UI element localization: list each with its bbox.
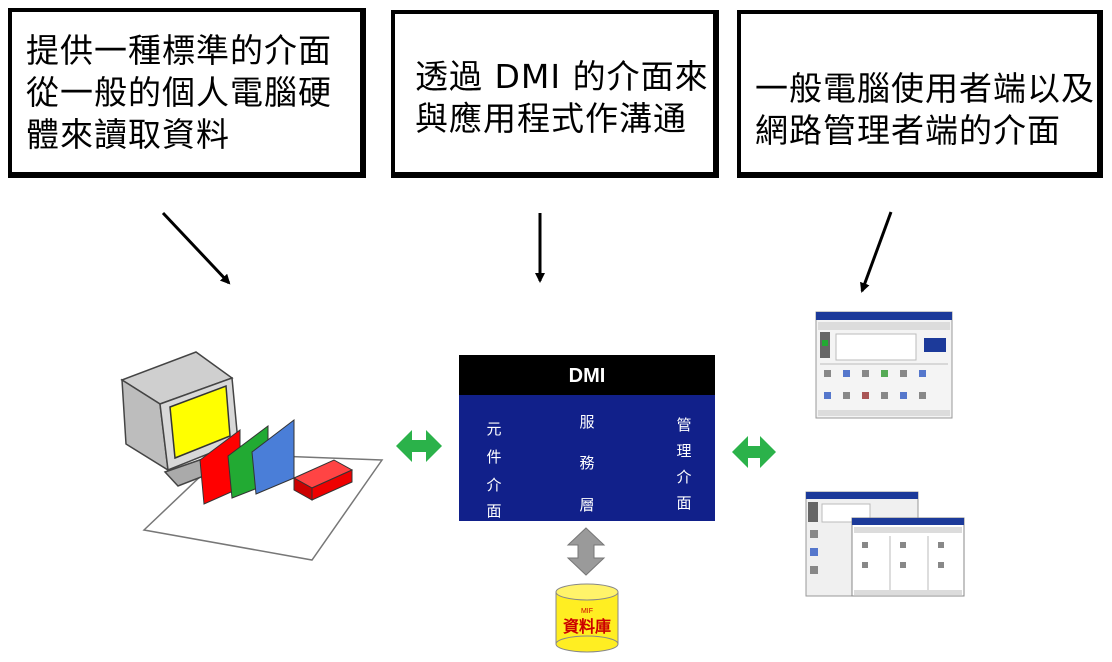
dmi-middle-char: 層 <box>579 496 594 514</box>
dmi-middle-char: 務 <box>579 454 594 472</box>
dmi-right-char: 介 <box>676 468 691 486</box>
dmi-right-char: 管 <box>676 416 691 434</box>
caption-line: 提供一種標準的介面 <box>26 31 332 70</box>
pc-hardware-illustration <box>120 351 384 561</box>
double-arrow-left <box>396 430 442 462</box>
database-cylinder: MIF 資料庫 <box>555 583 619 653</box>
caption-line: 網路管理者端的介面 <box>755 111 1061 150</box>
dmi-title: DMI <box>569 365 606 387</box>
dmi-left-char: 元 <box>486 420 501 438</box>
dmi-left-char: 件 <box>486 448 501 466</box>
dmi-left-char: 面 <box>486 502 501 520</box>
dmi-left-char: 介 <box>486 476 501 494</box>
double-arrow-vertical <box>566 527 606 576</box>
pointer-arrow-right <box>860 211 893 293</box>
caption-line: 體來讀取資料 <box>26 115 230 154</box>
caption-line: 與應用程式作溝通 <box>415 99 687 138</box>
dmi-middle-char: 服 <box>579 413 594 431</box>
double-arrow-right <box>732 436 776 468</box>
caption-box-application-interface: 透過 DMI 的介面來 與應用程式作溝通 <box>391 10 719 178</box>
caption-line: 透過 DMI 的介面來 <box>415 57 709 96</box>
caption-line: 一般電腦使用者端以及 <box>755 69 1095 108</box>
caption-box-management-interface: 一般電腦使用者端以及 網路管理者端的介面 <box>737 10 1103 178</box>
caption-line: 從一般的個人電腦硬 <box>26 73 332 112</box>
pointer-arrow-left <box>161 211 231 285</box>
management-ui-thumbnail-bottom <box>805 491 965 597</box>
dmi-right-char: 面 <box>676 494 691 512</box>
dmi-block: DMI 元 件 介 面 服 務 層 管 理 介 面 <box>459 355 715 521</box>
dmi-right-char: 理 <box>676 442 691 460</box>
database-label: 資料庫 <box>563 617 611 636</box>
database-small-label: MIF <box>581 608 593 615</box>
caption-box-hardware-interface: 提供一種標準的介面 從一般的個人電腦硬 體來讀取資料 <box>8 8 366 178</box>
management-ui-thumbnail-top <box>815 311 953 419</box>
